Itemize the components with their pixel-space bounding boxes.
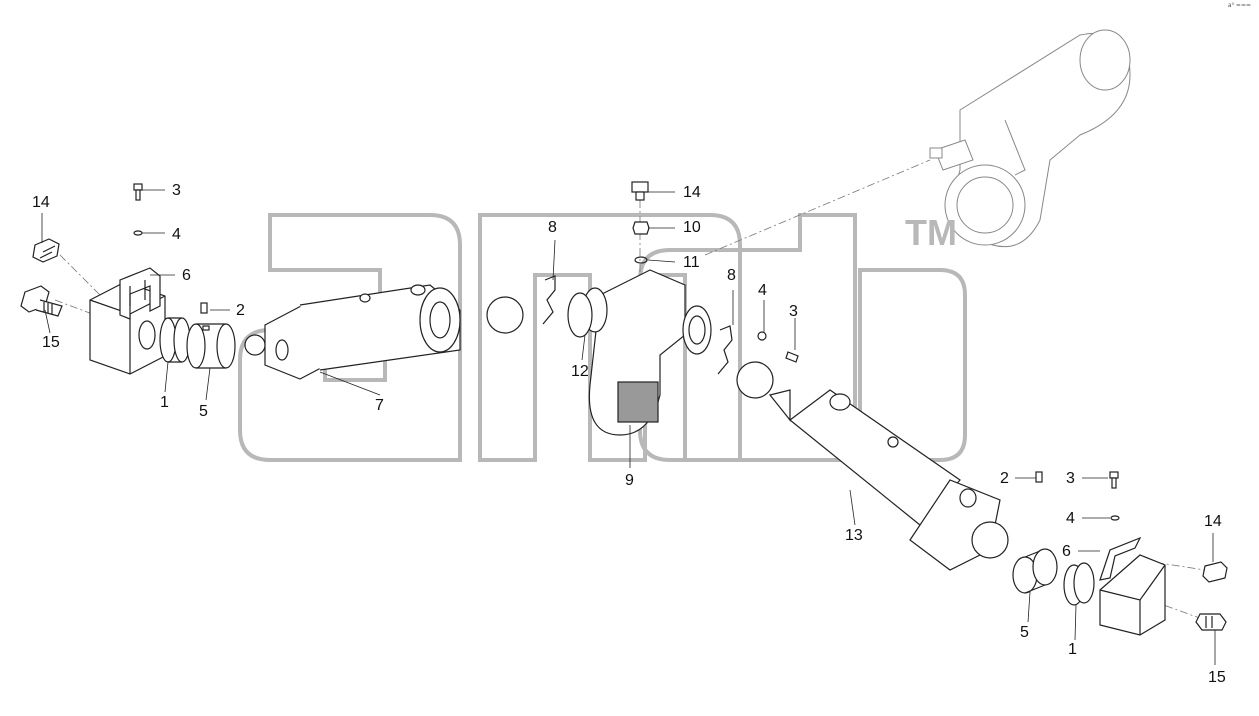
left-fitting-14: [32, 238, 60, 263]
callout-10: 10: [683, 219, 701, 236]
callout-13: 13: [845, 527, 863, 544]
callout-9: 9: [625, 472, 634, 489]
callout-2-right: 2: [1000, 470, 1009, 487]
callout-11: 11: [683, 254, 700, 271]
right-end-block: [1099, 554, 1166, 636]
right-set-screw-2: [1035, 471, 1043, 483]
right-bolt-15: [1195, 613, 1227, 631]
callout-6-right: 6: [1062, 543, 1071, 560]
cylinder-13: [736, 361, 1009, 571]
callout-8-a: 8: [548, 219, 557, 236]
callout-2-left: 2: [236, 302, 245, 319]
right-ring-1: [1063, 562, 1095, 606]
right-fitting-14: [1202, 561, 1228, 583]
callout-3-left: 3: [172, 182, 181, 199]
callout-4-left: 4: [172, 226, 181, 243]
mid-screw-3: [785, 351, 799, 363]
steering-housing-ghost: [929, 29, 1131, 248]
corner-mark: a⁰ ===: [1227, 2, 1251, 9]
clip-8-a: [542, 275, 556, 325]
callout-4-right: 4: [1066, 510, 1075, 527]
callout-12: 12: [571, 363, 589, 380]
callout-1-left: 1: [160, 394, 169, 411]
callout-4-mid: 4: [758, 282, 767, 299]
callout-5-left: 5: [199, 403, 208, 420]
left-washer-4: [133, 230, 143, 236]
left-set-screw-2: [200, 302, 208, 314]
watermark-tm: TM: [905, 212, 957, 253]
callout-1-right: 1: [1068, 641, 1077, 658]
callout-14-mid: 14: [683, 184, 701, 201]
callout-14-right: 14: [1204, 513, 1222, 530]
callout-6-left: 6: [182, 267, 191, 284]
callout-15-right: 15: [1208, 669, 1226, 686]
yoke-9: [567, 269, 712, 436]
mid-washer-4: [757, 331, 767, 341]
right-washer-4: [1110, 515, 1120, 521]
watermark-logo: [238, 213, 967, 462]
left-bushing-5: [186, 323, 236, 369]
callout-3-right: 3: [1066, 470, 1075, 487]
left-bolt-15: [20, 285, 63, 317]
right-screw-3: [1109, 471, 1119, 489]
callout-7: 7: [375, 397, 384, 414]
callout-5-right: 5: [1020, 624, 1029, 641]
leader-lines: [41, 189, 1216, 665]
assembly-axis-lines: [54, 159, 1206, 621]
left-small-screw-3: [133, 183, 143, 201]
callout-3-mid: 3: [789, 303, 798, 320]
fitting-14-mid: [631, 181, 649, 201]
nut-10: [632, 221, 650, 235]
clip-8-b: [717, 325, 733, 375]
left-bracket-6: [119, 267, 161, 320]
oring-11: [634, 256, 648, 264]
cylinder-7: [244, 284, 524, 380]
callout-8-b: 8: [727, 267, 736, 284]
callout-14-left: 14: [32, 194, 50, 211]
left-ring-1: [159, 317, 191, 363]
right-bushing-5: [1012, 548, 1058, 594]
right-bracket-6: [1099, 536, 1142, 581]
callout-15-left: 15: [42, 334, 60, 351]
